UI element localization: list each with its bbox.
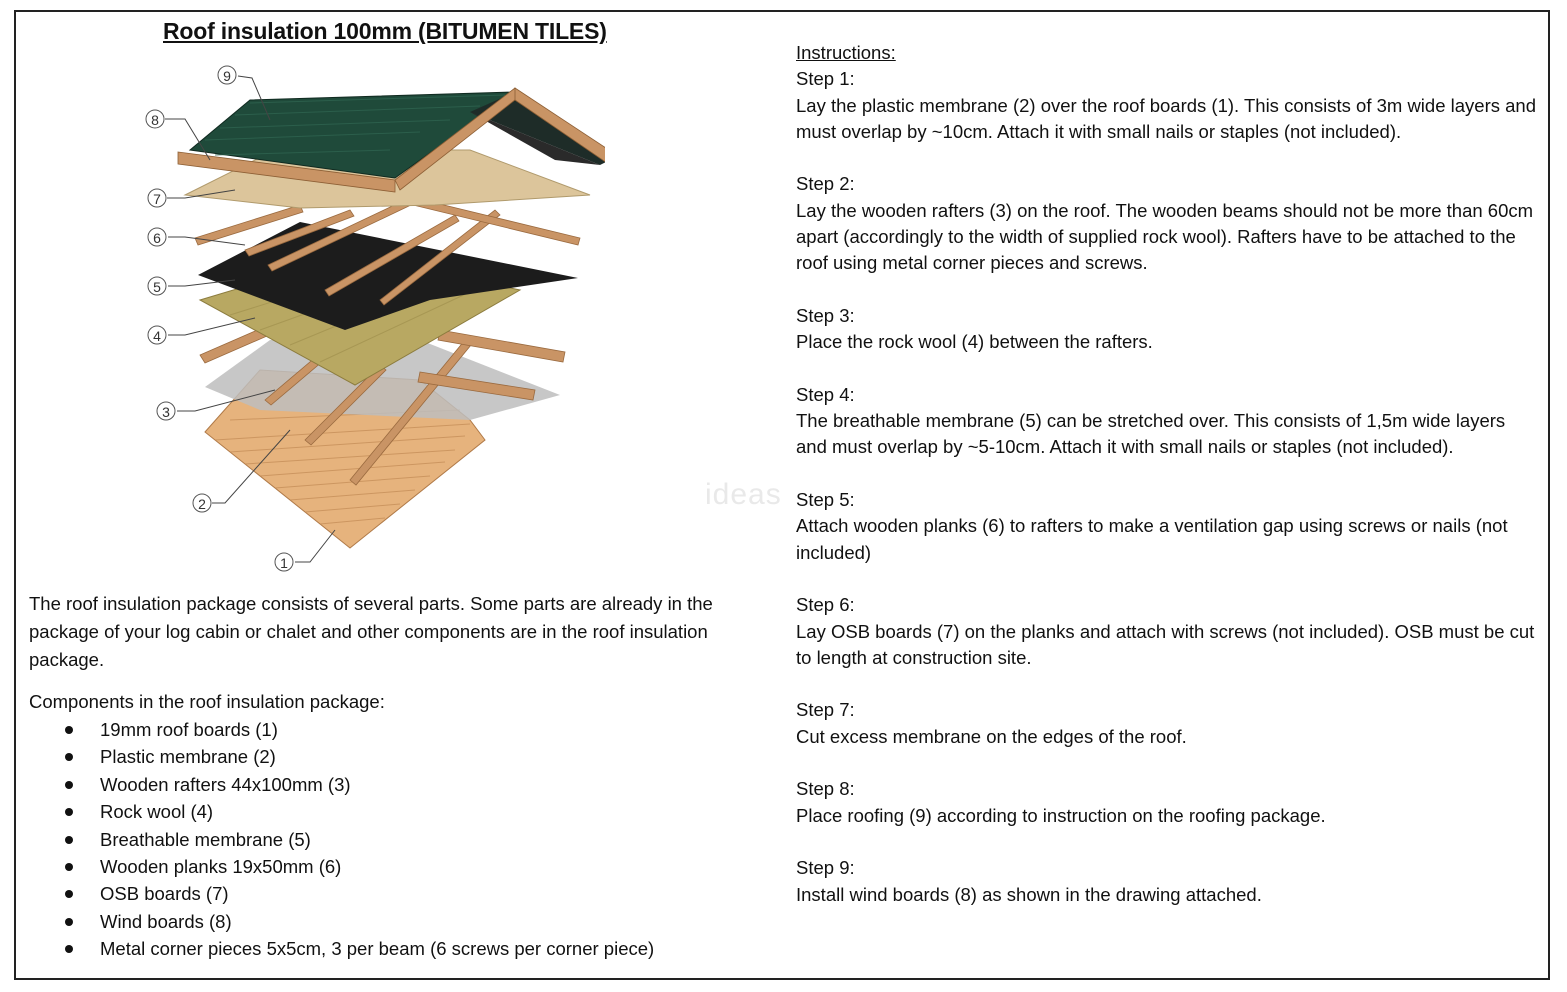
callout-7: 7 [153,191,161,207]
layer-breathable-membrane [198,222,578,330]
callout-1: 1 [280,555,288,571]
list-item: Breathable membrane (5) [29,826,654,853]
list-item: Wind boards (8) [29,908,654,935]
callout-9: 9 [223,68,231,84]
callout-6: 6 [153,230,161,246]
bullet-icon [65,808,73,817]
step-1: Step 1: Lay the plastic membrane (2) ove… [796,66,1536,145]
list-item: 19mm roof boards (1) [29,716,654,743]
intro-paragraph: The roof insulation package consists of … [29,593,713,670]
callout-3: 3 [162,404,170,420]
step-label: Step 7: [796,699,855,721]
step-3: Step 3: Place the rock wool (4) between … [796,303,1536,356]
step-label: Step 9: [796,857,855,879]
step-label: Step 1: [796,68,855,90]
callouts [145,65,294,572]
list-item: Rock wool (4) [29,798,654,825]
list-item: Wooden rafters 44x100mm (3) [29,771,654,798]
step-text: Place the rock wool (4) between the raft… [796,331,1153,353]
step-text: Cut excess membrane on the edges of the … [796,725,1187,747]
instructions: Instructions: Step 1: Lay the plastic me… [796,40,1536,934]
components-heading: Components in the roof insulation packag… [29,691,385,712]
step-text: Lay the plastic membrane (2) over the ro… [796,94,1536,142]
bullet-icon [65,917,73,926]
step-text: Lay OSB boards (7) on the planks and att… [796,620,1535,668]
roof-layers-diagram: 9 8 7 6 5 4 3 2 1 [145,65,605,572]
layer-plastic-membrane [205,340,560,420]
step-label: Step 8: [796,778,855,800]
bullet-icon [65,753,73,762]
components-list: 19mm roof boards (1) Plastic membrane (2… [29,716,654,963]
step-4: Step 4: The breathable membrane (5) can … [796,382,1536,461]
step-2: Step 2: Lay the wooden rafters (3) on th… [796,171,1536,276]
step-7: Step 7: Cut excess membrane on the edges… [796,697,1536,750]
step-text: Install wind boards (8) as shown in the … [796,883,1262,905]
instructions-heading: Instructions: [796,42,896,63]
bullet-icon [65,726,73,734]
layer-wind-boards [177,87,605,193]
step-text: Lay the wooden rafters (3) on the roof. … [796,199,1534,274]
step-5: Step 5: Attach wooden planks (6) to raft… [796,487,1536,566]
step-label: Step 6: [796,594,855,616]
step-text: The breathable membrane (5) can be stret… [796,410,1506,458]
bullet-icon [65,890,73,899]
callout-5: 5 [153,279,161,295]
callout-4: 4 [153,328,161,344]
list-item: Plastic membrane (2) [29,743,654,770]
step-text: Place roofing (9) according to instructi… [796,804,1326,826]
step-label: Step 2: [796,173,855,195]
step-label: Step 3: [796,304,855,326]
list-item: Wooden planks 19x50mm (6) [29,853,654,880]
layer-wooden-planks [194,197,581,306]
bullet-icon [65,835,73,844]
watermark: ideas [705,478,782,511]
step-label: Step 4: [796,383,855,405]
page-frame [14,10,1550,980]
bullet-icon [65,780,73,789]
bullet-icon [65,945,73,954]
callout-8: 8 [151,112,159,128]
step-9: Step 9: Install wind boards (8) as shown… [796,855,1536,908]
step-6: Step 6: Lay OSB boards (7) on the planks… [796,592,1536,671]
bullet-icon [65,862,73,871]
callout-2: 2 [198,496,206,512]
step-text: Attach wooden planks (6) to rafters to m… [796,515,1508,563]
page-title: Roof insulation 100mm (BITUMEN TILES) [163,18,607,44]
list-item: OSB boards (7) [29,880,654,907]
step-8: Step 8: Place roofing (9) according to i… [796,776,1536,829]
list-item: Metal corner pieces 5x5cm, 3 per beam (6… [29,935,654,962]
layer-roofing [188,91,605,179]
step-label: Step 5: [796,489,855,511]
layer-rafters [199,317,566,486]
